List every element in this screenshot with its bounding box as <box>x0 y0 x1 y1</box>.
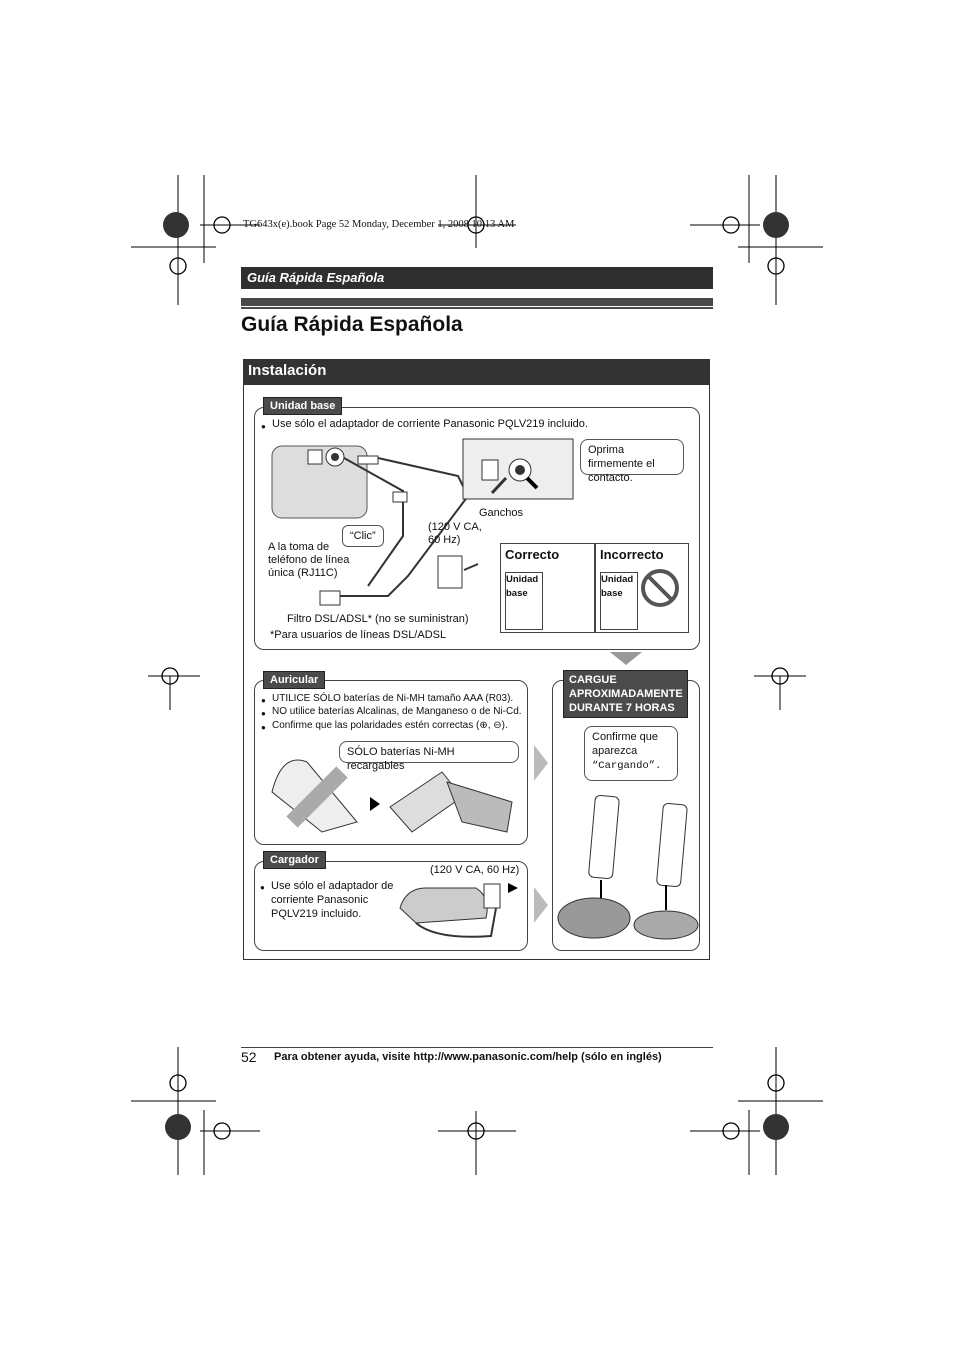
incorrect-label: Incorrecto <box>600 547 664 562</box>
arrow-right-icon <box>534 745 548 781</box>
prohibited-icon <box>641 569 679 607</box>
base-power-spec: (120 V CA, 60 Hz) <box>428 521 482 546</box>
cargando-text: Confirme que aparezca <box>592 731 659 757</box>
charger-illustration <box>399 883 518 938</box>
base-unit-tag: Unidad base <box>263 397 343 415</box>
header-bar-label: Guía Rápida Española <box>247 270 385 285</box>
charger-tag: Cargador <box>263 851 326 869</box>
connector-detail-illustration <box>462 438 574 500</box>
filter-label: Filtro DSL/ADSL* (no se suministran) <box>287 613 469 625</box>
hooks-label: Ganchos <box>479 507 524 519</box>
charger-bullet: Use sólo el adaptador de corriente Panas… <box>260 879 399 921</box>
footer-help-text: Para obtener ayuda, visite http://www.pa… <box>274 1051 662 1063</box>
base-unit-bullet: Use sólo el adaptador de corriente Panas… <box>261 418 588 433</box>
phone-jack-label: A la toma de teléfono de línea única (RJ… <box>268 541 350 579</box>
down-arrow-icon <box>610 652 642 665</box>
base-unit-illustration <box>271 445 470 606</box>
correct-panel: Correcto Unidad base <box>500 543 595 633</box>
header-bar: Guía Rápida Española <box>241 267 713 289</box>
arrow-right-icon-2 <box>534 887 548 923</box>
handset-bullet-2: NO utilice baterías Alcalinas, de Mangan… <box>261 705 522 721</box>
charge-tag: CARGUE APROXIMADAMENTE DURANTE 7 HORAS <box>563 670 688 718</box>
footer-rule <box>241 1047 713 1048</box>
book-info-line: TG643x(e).book Page 52 Monday, December … <box>243 219 515 230</box>
header-rule <box>241 298 713 306</box>
click-callout: “Clic” <box>342 525 384 547</box>
page-title: Guía Rápida Española <box>241 313 463 336</box>
battery-callout: SÓLO baterías Ni-MH recargables <box>339 741 519 772</box>
cargando-callout: Confirme que aparezca “Cargando”. <box>584 726 678 781</box>
handset-tag: Auricular <box>263 671 326 689</box>
header-rule-thin <box>241 307 713 309</box>
charging-handsets-illustration <box>557 795 699 940</box>
handset-bullet-3: Confirme que las polaridades estén corre… <box>261 719 508 735</box>
incorrect-panel: Incorrecto Unidad base <box>595 543 689 633</box>
incorrect-unit-label: Unidad base <box>600 572 638 630</box>
handset-bullet-1: UTILICE SÓLO baterías de Ni-MH tamaño AA… <box>261 692 513 708</box>
press-callout: Oprima firmemente el contacto. <box>580 439 684 484</box>
battery-install-illustration <box>271 759 513 833</box>
adapter-illustration <box>437 555 479 589</box>
correct-unit-label: Unidad base <box>505 572 543 630</box>
page-number: 52 <box>241 1049 257 1065</box>
charger-power-spec: (120 V CA, 60 Hz) <box>430 864 520 876</box>
section-header: Instalación <box>243 359 710 385</box>
section-title: Instalación <box>248 362 327 379</box>
cargando-code: “Cargando”. <box>592 760 662 772</box>
correct-label: Correcto <box>505 547 560 562</box>
filter-note: *Para usuarios de líneas DSL/ADSL <box>270 629 447 641</box>
